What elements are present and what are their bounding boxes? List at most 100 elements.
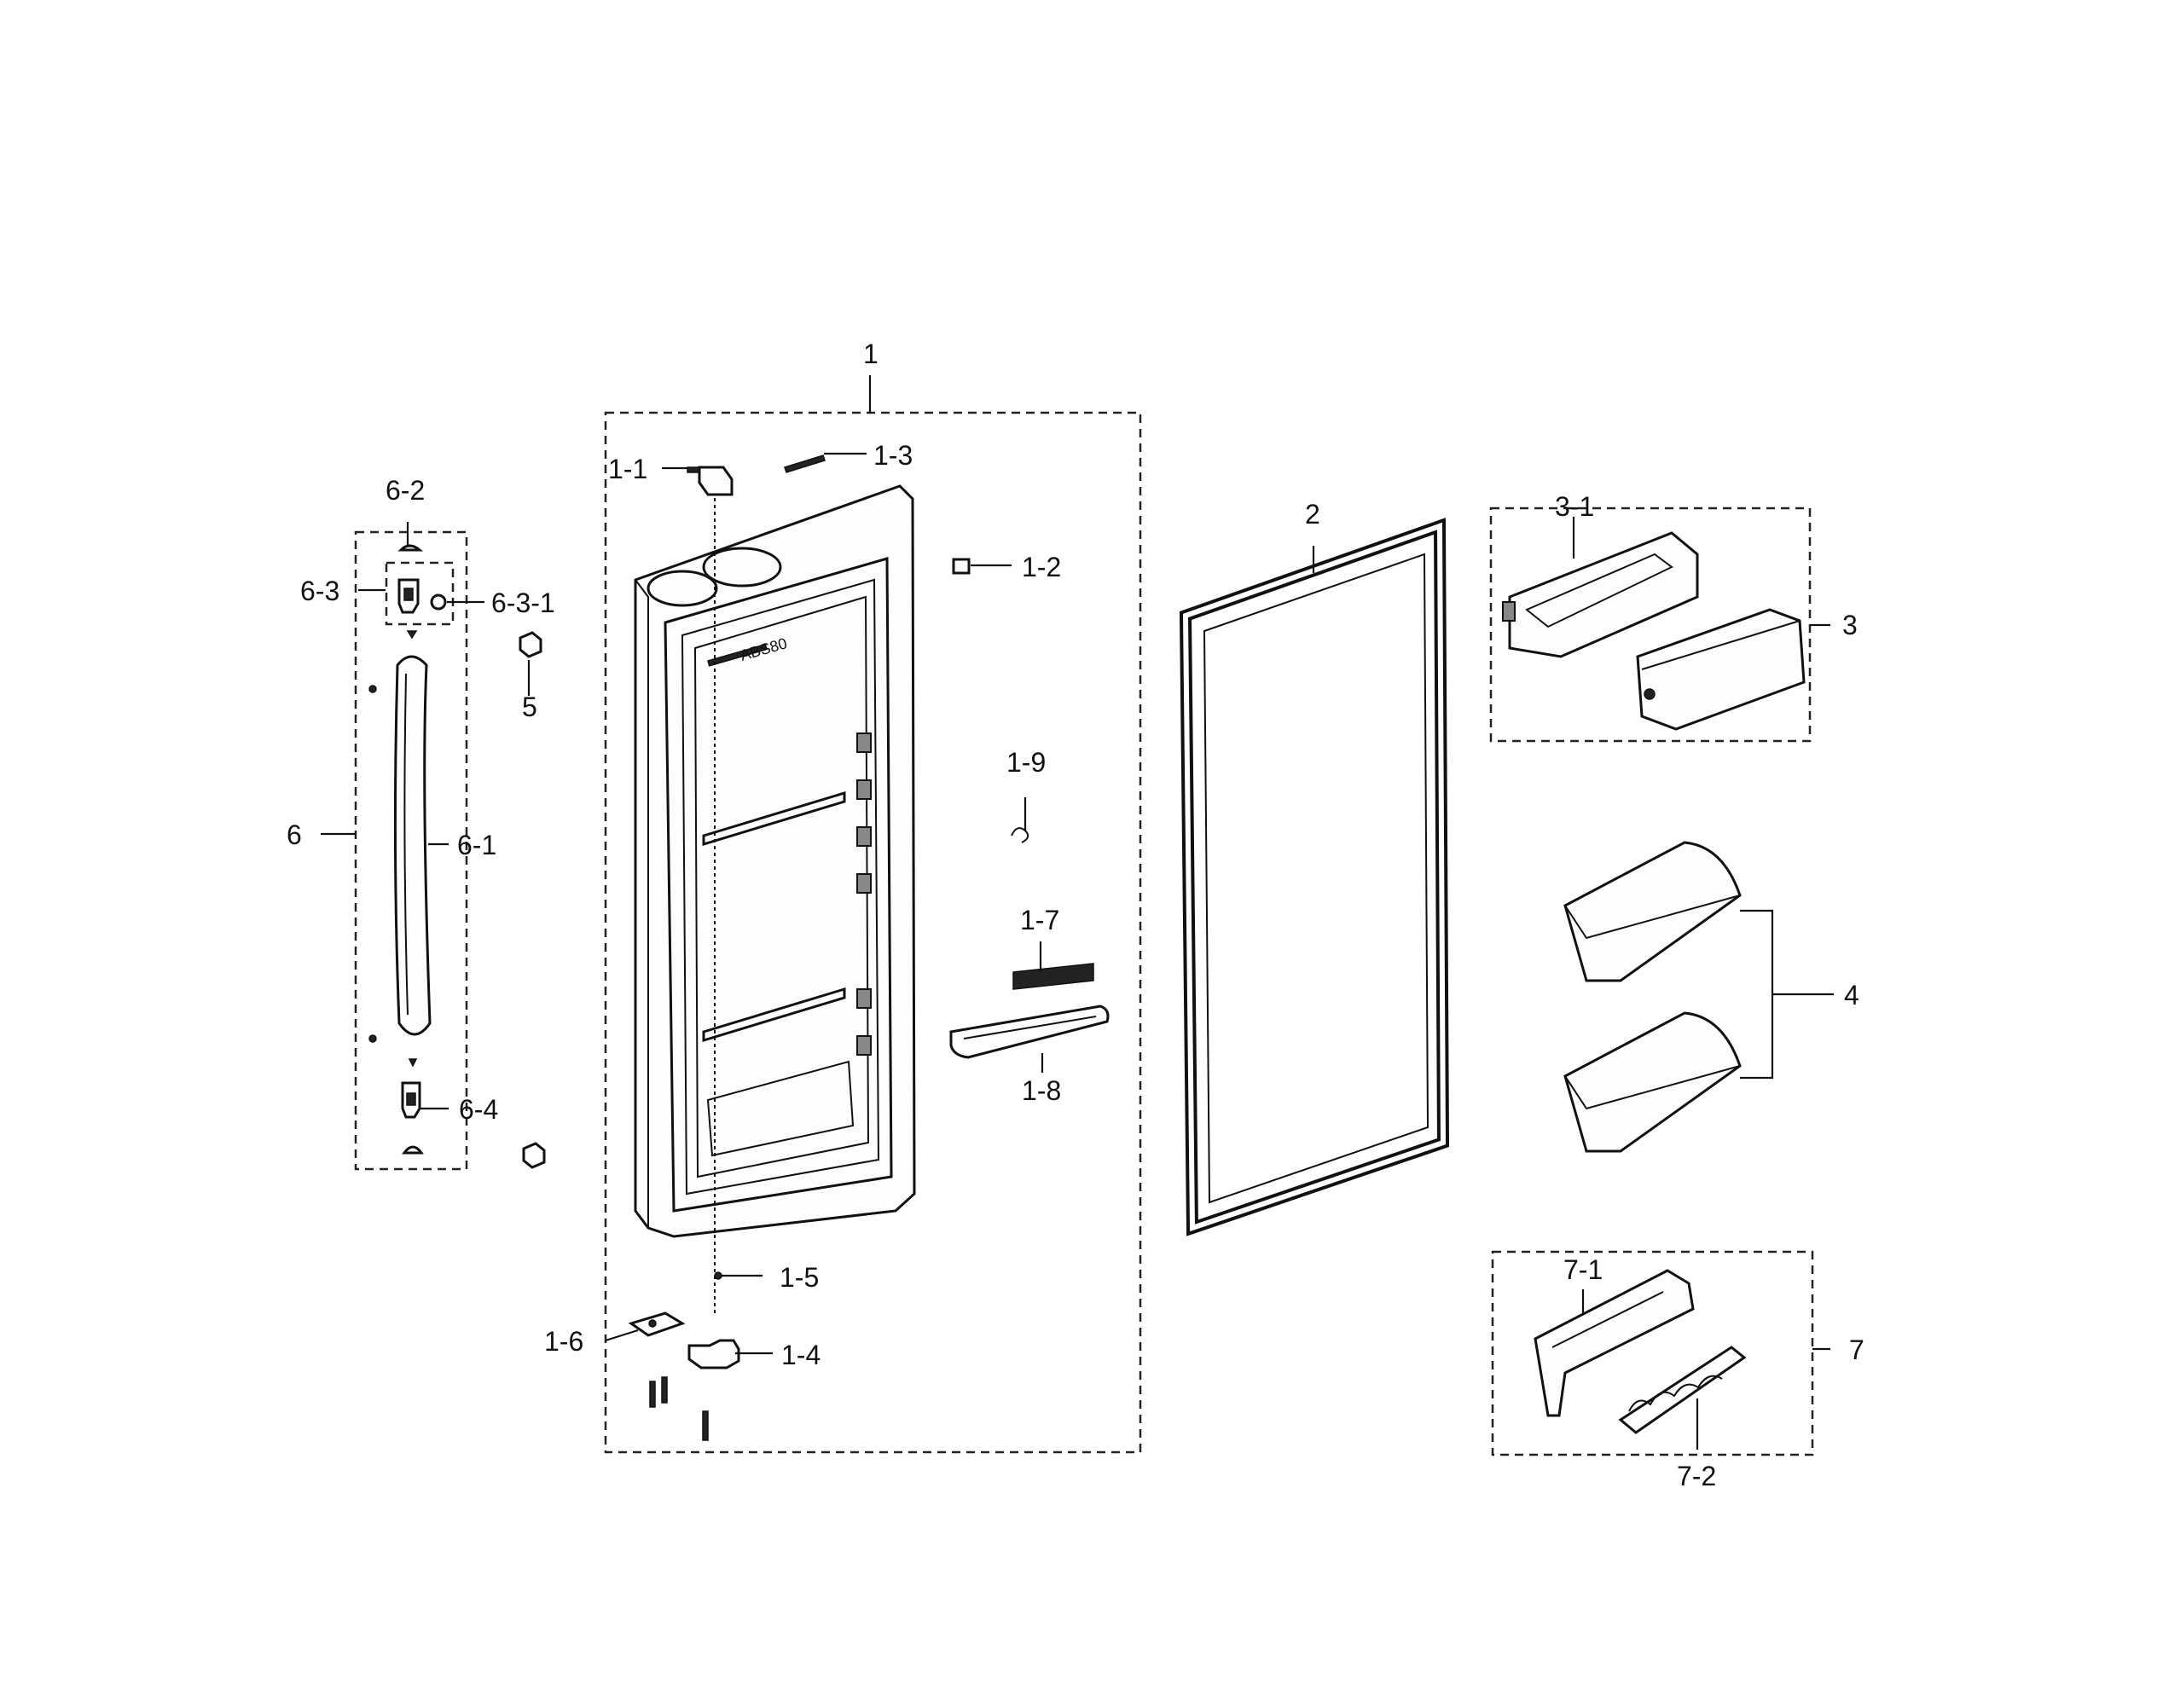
holder-rack-7-2 <box>1618 1346 1747 1434</box>
small-pin <box>406 630 418 640</box>
group-1-dashed-box <box>604 411 1142 1454</box>
label-5: 5 <box>522 692 537 722</box>
screw-c <box>702 1410 709 1441</box>
leader-1-6 <box>605 1329 639 1342</box>
door-left-edge <box>635 579 649 1228</box>
label-7: 7 <box>1849 1335 1864 1365</box>
door-clip-6 <box>856 1035 872 1056</box>
bin-bracket-inner <box>1525 553 1673 628</box>
handle-bar-6-1 <box>393 655 432 1036</box>
label-6-3: 6-3 <box>300 576 339 606</box>
door-emboss-bar <box>707 643 768 667</box>
holder-bracket-7-1 <box>1534 1269 1695 1417</box>
label-1-4: 1-4 <box>781 1340 821 1370</box>
leader-lines <box>321 452 1044 1355</box>
bin-cover <box>1636 608 1806 731</box>
door-top-boss-right <box>702 547 782 588</box>
door-clip-2 <box>856 779 872 800</box>
magnet-strip-1-7 <box>1012 963 1094 990</box>
door-bin-lower <box>1563 1011 1742 1153</box>
holder-rack-wave <box>1628 1375 1723 1412</box>
screw-a <box>649 1381 656 1408</box>
bottom-hinge-1-4 <box>687 1339 740 1369</box>
handle-assembly-group-6 <box>354 530 468 1171</box>
hinge-plate-hole <box>648 1319 657 1328</box>
cover-1-8-inner <box>963 1016 1097 1039</box>
door-shelf-rail-2 <box>702 987 846 1043</box>
door-clip-4 <box>856 873 872 894</box>
label-3-1: 3-1 <box>1555 491 1594 522</box>
door-stud-5 <box>519 631 546 1169</box>
gasket-outer <box>1179 518 1450 1236</box>
cover-1-8 <box>949 1005 1110 1059</box>
label-6-3-1: 6-3-1 <box>491 588 555 618</box>
handle-bar-highlight <box>403 673 409 1016</box>
bins-bracket-line <box>1740 909 1774 1080</box>
gasket-inner-edge <box>1203 553 1429 1204</box>
label-2: 2 <box>1305 499 1320 530</box>
label-1-8: 1-8 <box>1022 1075 1061 1106</box>
label-1-9: 1-9 <box>1006 747 1046 778</box>
door-inner-frame-2 <box>693 595 870 1178</box>
callout-labels: 1 1-1 1-3 1-2 1-9 1-7 1-8 1-5 1-6 1-4 2 … <box>287 339 1864 1491</box>
label-7-2: 7-2 <box>1677 1461 1716 1491</box>
small-pin-lower <box>408 1058 418 1068</box>
label-4: 4 <box>1844 980 1859 1010</box>
screw-6-3-1 <box>430 593 447 611</box>
label-6-1: 6-1 <box>457 830 496 860</box>
label-1-2: 1-2 <box>1022 552 1061 582</box>
top-hinge-1-1 <box>698 466 734 496</box>
door-bin-upper-rim <box>1564 895 1741 940</box>
door-shelf-rail-1 <box>702 790 846 847</box>
stud-lower <box>522 1142 546 1169</box>
handle-lower-slot <box>406 1092 416 1106</box>
label-6-2: 6-2 <box>386 475 425 506</box>
screw-b <box>661 1376 668 1404</box>
handle-lower-cap <box>402 1145 424 1155</box>
stud-upper <box>519 631 542 658</box>
bin-cover-knob <box>1644 688 1656 700</box>
door-clip-5 <box>856 988 872 1009</box>
door-clip-1 <box>856 732 872 753</box>
door-gasket-2 <box>1179 518 1450 1236</box>
bin-cover-top-edge <box>1641 620 1801 670</box>
group-6-dashed-box <box>354 530 468 1171</box>
label-6: 6 <box>287 819 302 850</box>
gasket-inner-highlight <box>1182 522 1447 1232</box>
door-assembly-group-1: ABS80 <box>604 375 1142 1454</box>
label-1-5: 1-5 <box>780 1262 819 1293</box>
handle-dot-upper <box>368 685 377 693</box>
holder-group-7 <box>1491 1250 1830 1456</box>
door-top-boss-left <box>647 570 718 607</box>
hinge-plate-1-6 <box>628 1311 686 1337</box>
door-lower-bin-area <box>706 1060 855 1157</box>
label-1-7: 1-7 <box>1020 905 1059 935</box>
label-6-4: 6-4 <box>459 1094 498 1125</box>
door-liner <box>664 557 893 1213</box>
bin-bracket-3-1 <box>1508 531 1699 658</box>
handle-dot-lower <box>368 1034 377 1043</box>
bin-group-3 <box>1489 507 1830 743</box>
door-bins-4 <box>1563 841 1834 1153</box>
label-1-1: 1-1 <box>608 454 647 484</box>
door-inner-frame <box>681 578 880 1196</box>
door-clip-3 <box>856 826 872 847</box>
top-hinge-pin <box>687 466 700 473</box>
group-7-dashed-box <box>1491 1250 1814 1456</box>
door-bin-upper <box>1563 841 1742 982</box>
label-3: 3 <box>1842 610 1858 640</box>
bin-bracket-tab <box>1502 601 1516 622</box>
label-1-3: 1-3 <box>873 440 913 471</box>
label-1-6: 1-6 <box>544 1326 583 1357</box>
label-1: 1 <box>863 339 879 369</box>
handle-cap-6-2 <box>397 544 424 552</box>
badge-1-3 <box>784 455 826 473</box>
stopper-1-2 <box>952 558 971 575</box>
group-6-3-dashed-box <box>385 561 455 626</box>
handle-mount-slot <box>403 588 414 601</box>
label-7-1: 7-1 <box>1563 1254 1603 1285</box>
pin-1-5 <box>714 1271 722 1280</box>
door-bin-lower-rim <box>1564 1065 1741 1110</box>
holder-bracket-edge <box>1551 1291 1664 1348</box>
